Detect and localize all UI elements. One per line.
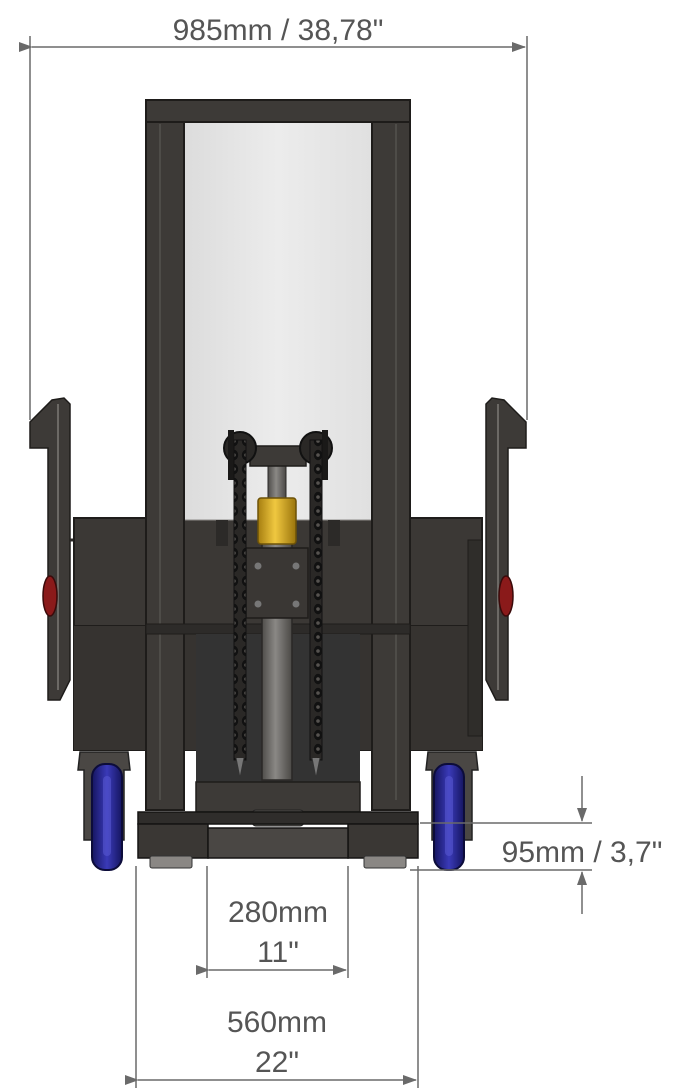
left-tail-light — [42, 575, 58, 617]
lift-chains — [216, 430, 340, 779]
outer-fork-mm-label: 560mm — [227, 1006, 327, 1039]
right-tail-light — [498, 575, 514, 617]
left-caster-wheel — [77, 751, 131, 871]
stacker-machine — [29, 99, 527, 871]
hydraulic-cylinder — [245, 445, 309, 827]
right-handle — [485, 397, 527, 701]
left-handle — [29, 397, 80, 701]
inner-fork-in-label: 11" — [257, 936, 299, 969]
right-caster-wheel — [425, 751, 479, 871]
overall-width-label: 985mm / 38,78" — [173, 14, 384, 47]
outer-fork-in-label: 22" — [255, 1046, 299, 1079]
ground-clearance-label: 95mm / 3,7" — [502, 836, 663, 869]
dimension-annotations — [19, 36, 592, 1088]
fork-base — [137, 811, 419, 869]
brass-collar — [257, 497, 297, 545]
inner-fork-mm-label: 280mm — [228, 896, 328, 929]
